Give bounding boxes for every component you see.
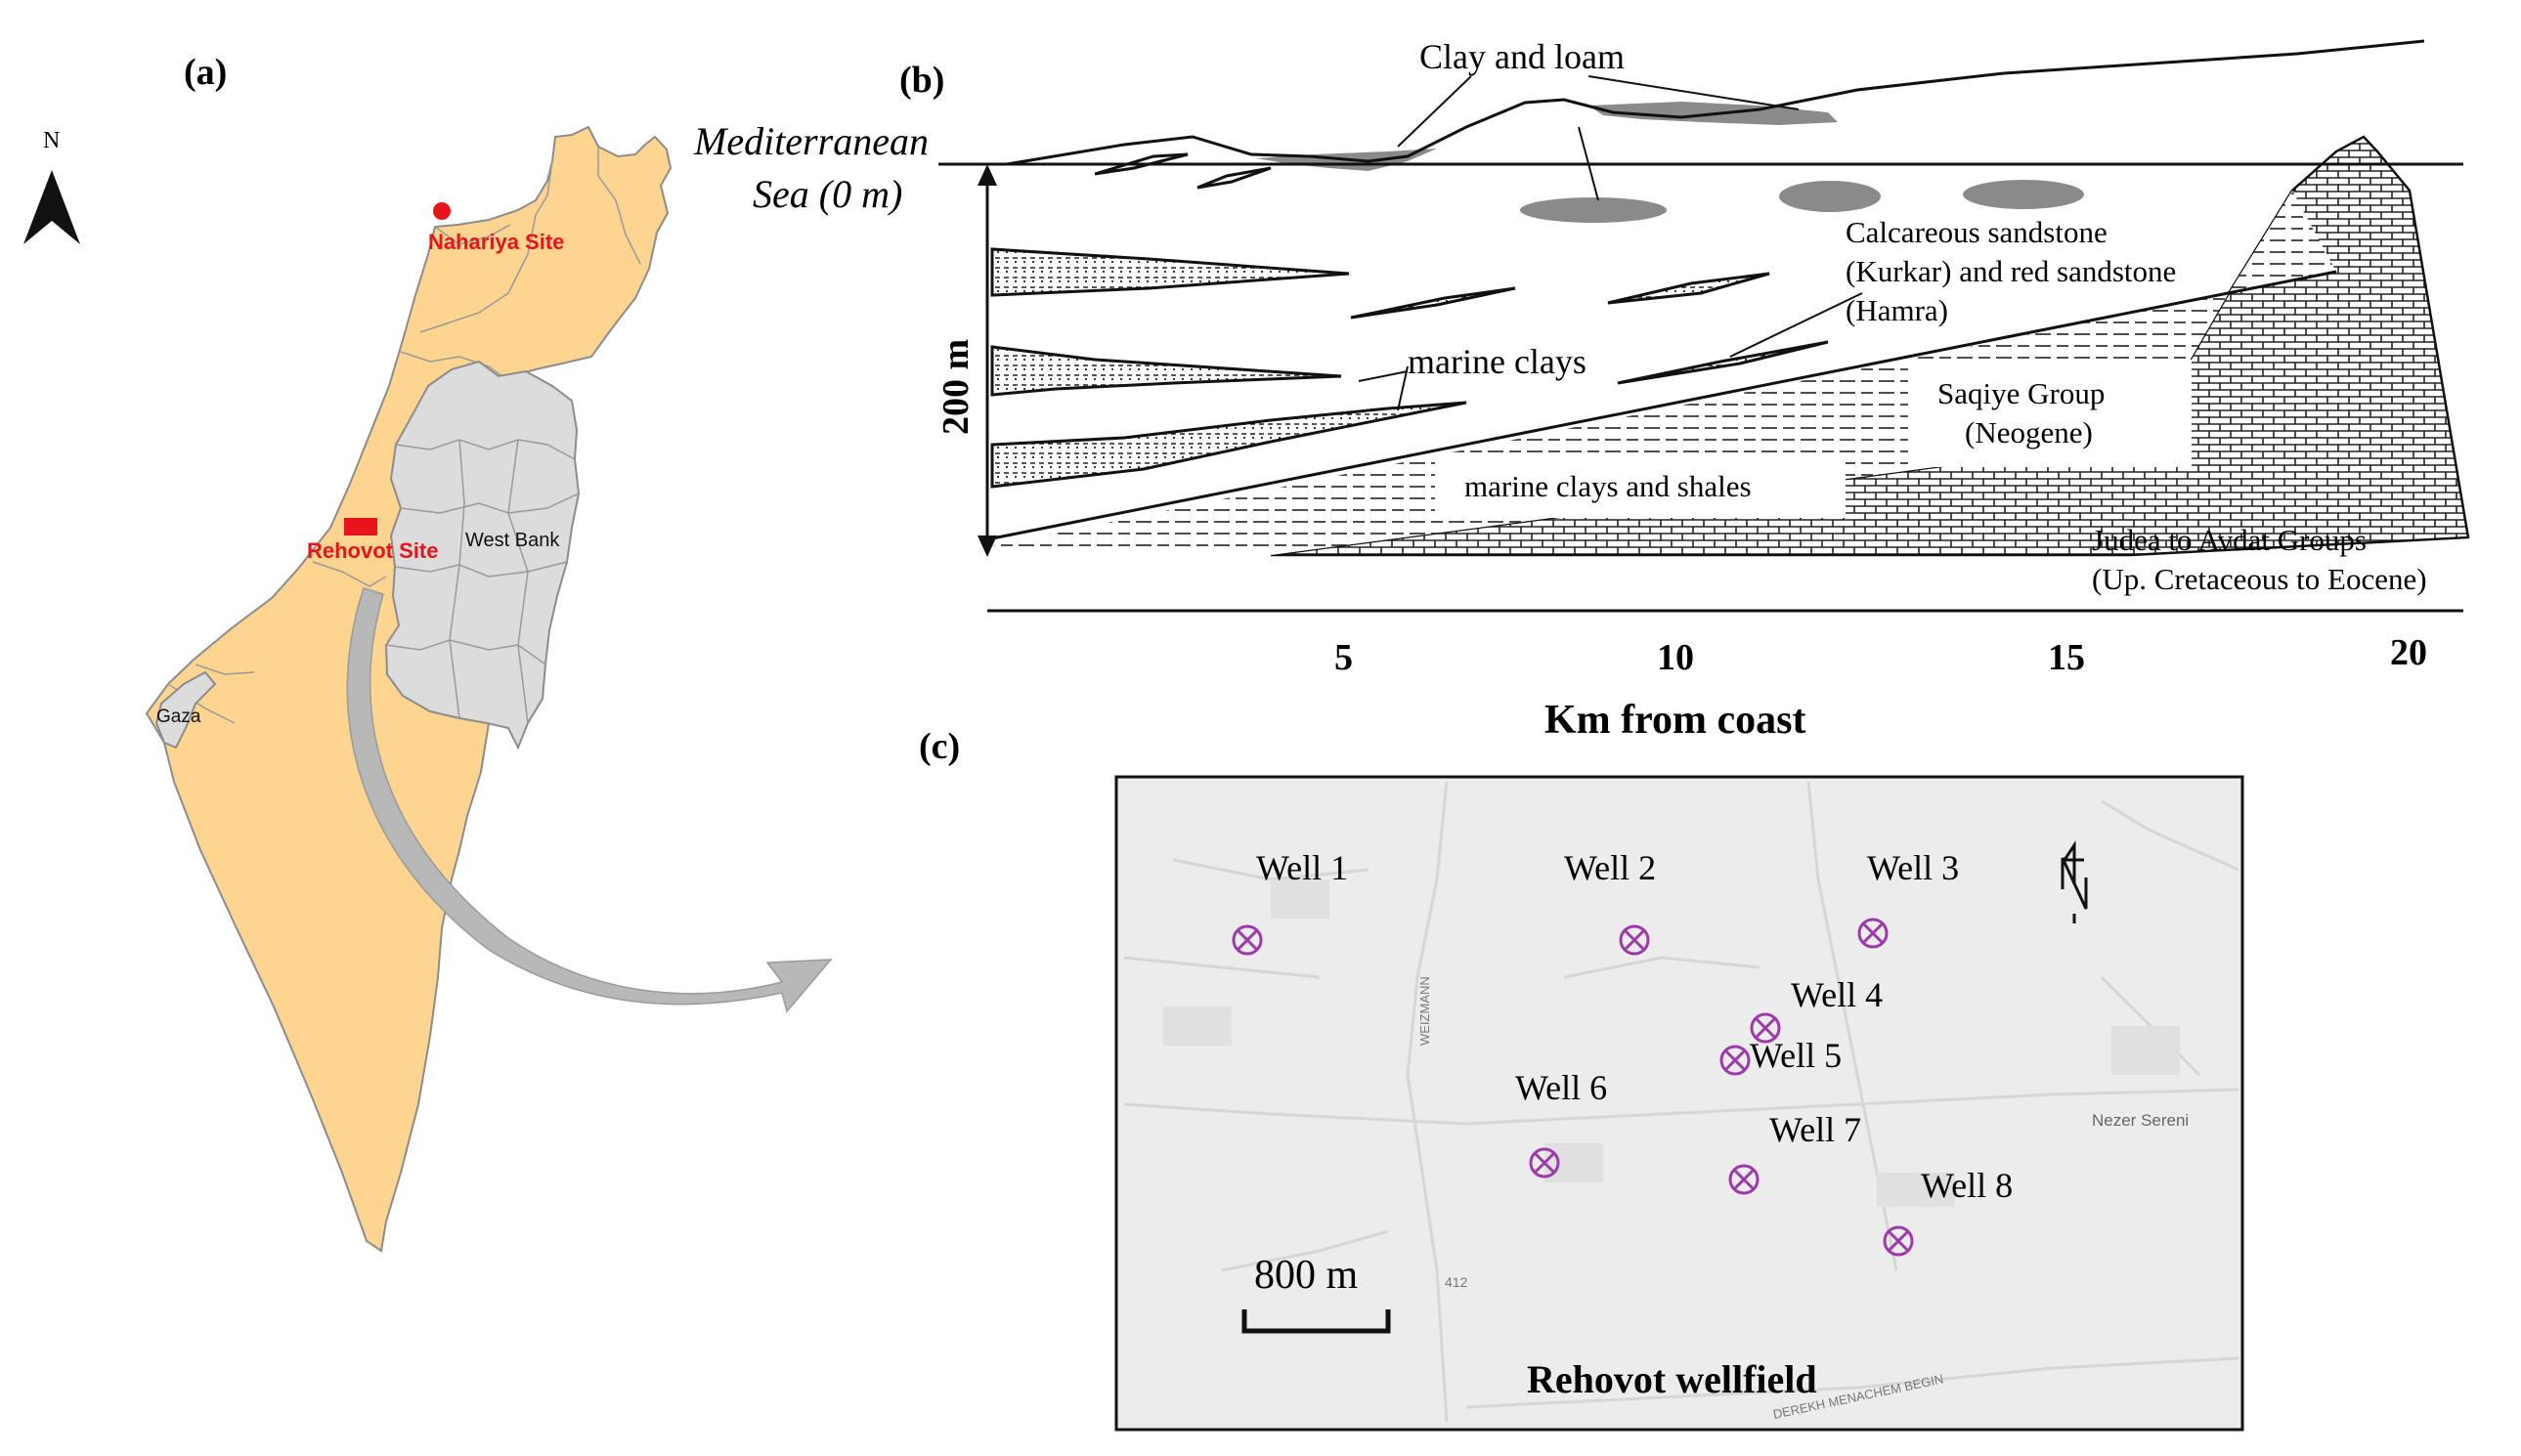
clay-lens-2	[1607, 272, 1770, 305]
saqiye-label-box	[1908, 360, 2192, 467]
calc-label-1: Calcareous sandstone	[1846, 215, 2108, 249]
x-tick-5: 5	[1334, 637, 1353, 678]
well-6-marker	[1529, 1147, 1560, 1178]
north-arrow-icon	[23, 170, 80, 244]
panel-a: (a) N Nahariya Site	[23, 52, 833, 1253]
clay-loam-label: Clay and loam	[1419, 37, 1625, 76]
road-label-weizmann: WEIZMANN	[1417, 976, 1432, 1046]
well-3: Well 3	[1857, 848, 1959, 949]
admin-borders	[167, 147, 641, 724]
depth-arrow-bottom	[978, 535, 997, 557]
panel-c: (c) Wel	[919, 726, 2244, 1432]
nahariya-site-label: Nahariya Site	[428, 230, 564, 254]
north-arrow-a: N	[23, 128, 80, 244]
well-2: Well 2	[1564, 848, 1656, 956]
well-7-cross-icon	[1732, 1168, 1756, 1191]
shales-label-box	[1435, 459, 1846, 518]
well-5: Well 5	[1719, 1036, 1842, 1076]
well-6: Well 6	[1515, 1068, 1607, 1178]
saqiye-label-1: Saqiye Group	[1937, 376, 2105, 410]
well-8-label: Well 8	[1921, 1166, 2013, 1205]
well-3-cross-icon	[1861, 921, 1885, 945]
marine-shales-label: marine clays and shales	[1464, 469, 1752, 503]
north-label: N	[43, 128, 60, 153]
ground-surface	[1006, 39, 2425, 166]
rehovot-site-marker	[344, 518, 377, 535]
well-4: Well 4	[1750, 975, 1883, 1044]
well-4-label: Well 4	[1791, 975, 1883, 1014]
well-8-cross-icon	[1887, 1229, 1910, 1253]
clay-loam-lens-2	[1779, 181, 1881, 212]
map-background-streets	[1123, 781, 2239, 1423]
well-5-marker	[1719, 1045, 1751, 1076]
scale-label: 800 m	[1254, 1253, 1359, 1298]
panel-c-label: (c)	[919, 726, 960, 767]
judea-label-1: Judea to Avdat Groups	[2092, 523, 2367, 557]
well-1-marker	[1232, 924, 1263, 956]
clay-tongue-3	[990, 401, 1467, 489]
gaza-label: Gaza	[156, 707, 201, 727]
clay-lens-3	[1617, 340, 1829, 385]
well-4-marker	[1750, 1012, 1781, 1044]
well-3-label: Well 3	[1867, 848, 1959, 887]
well-1-cross-icon	[1236, 928, 1259, 952]
x-tick-10: 10	[1657, 637, 1694, 678]
north-arrow-c	[2061, 840, 2088, 923]
well-8-marker	[1883, 1225, 1914, 1257]
judea-label-2: (Up. Cretaceous to Eocene)	[2092, 562, 2427, 596]
depth-arrow-top	[978, 164, 997, 186]
clay-loam-lens-1	[1520, 197, 1667, 223]
west-bank-region	[384, 360, 581, 750]
well-6-cross-icon	[1533, 1151, 1556, 1175]
leader-lines	[1358, 75, 1863, 411]
well-7-label: Well 7	[1769, 1110, 1861, 1149]
nezer-sereni-label: Nezer Sereni	[2092, 1111, 2189, 1130]
well-8: Well 8	[1883, 1166, 2013, 1257]
well-7: Well 7	[1728, 1110, 1861, 1195]
clay-loam-lens-3	[1963, 180, 2084, 209]
well-5-cross-icon	[1723, 1049, 1747, 1072]
marine-clays-label: marine clays	[1408, 342, 1586, 381]
calc-label-2: (Kurkar) and red sandstone	[1846, 254, 2176, 288]
x-tick-15: 15	[2048, 637, 2085, 678]
zoom-arrow	[346, 587, 833, 1013]
x-tick-20: 20	[2390, 632, 2427, 673]
saqiye-top-boundary	[986, 270, 2337, 541]
well-6-label: Well 6	[1515, 1068, 1607, 1107]
x-axis-title: Km from coast	[1544, 698, 1805, 743]
clay-tongue-1	[990, 247, 1350, 297]
well-2-cross-icon	[1623, 928, 1646, 952]
saqiye-label-2: (Neogene)	[1965, 415, 2093, 450]
well-3-marker	[1857, 918, 1889, 949]
map-background-blocks	[1163, 879, 2180, 1207]
clay-lens-1	[1350, 286, 1516, 320]
calc-label-3: (Hamra)	[1846, 293, 1948, 327]
scale-bar	[1241, 1309, 1391, 1334]
well-1: Well 1	[1232, 848, 1348, 956]
well-2-label: Well 2	[1564, 848, 1656, 887]
rehovot-site-label: Rehovot Site	[307, 538, 438, 563]
well-4-cross-icon	[1754, 1016, 1777, 1040]
well-5-label: Well 5	[1750, 1036, 1842, 1075]
well-2-marker	[1619, 924, 1650, 956]
panel-a-label: (a)	[184, 52, 227, 93]
west-bank-districts	[385, 439, 580, 724]
wellfield-title: Rehovot wellfield	[1527, 1357, 1817, 1401]
gaza-region	[154, 670, 217, 749]
clay-lens-5	[1196, 166, 1272, 190]
clay-tongue-2	[990, 345, 1342, 397]
well-7-marker	[1728, 1164, 1760, 1195]
panel-b-label: (b)	[899, 60, 944, 101]
road-label-412: 412	[1445, 1274, 1468, 1290]
nahariya-site-marker	[433, 202, 451, 220]
west-bank-label: West Bank	[465, 530, 560, 551]
well-1-label: Well 1	[1256, 848, 1348, 887]
depth-label: 200 m	[935, 339, 977, 435]
sea-label-2: Sea (0 m)	[753, 172, 902, 216]
panel-b: (b) Mediterranean Sea (0 m)	[693, 37, 2470, 743]
sea-label-1: Mediterranean	[693, 119, 929, 163]
